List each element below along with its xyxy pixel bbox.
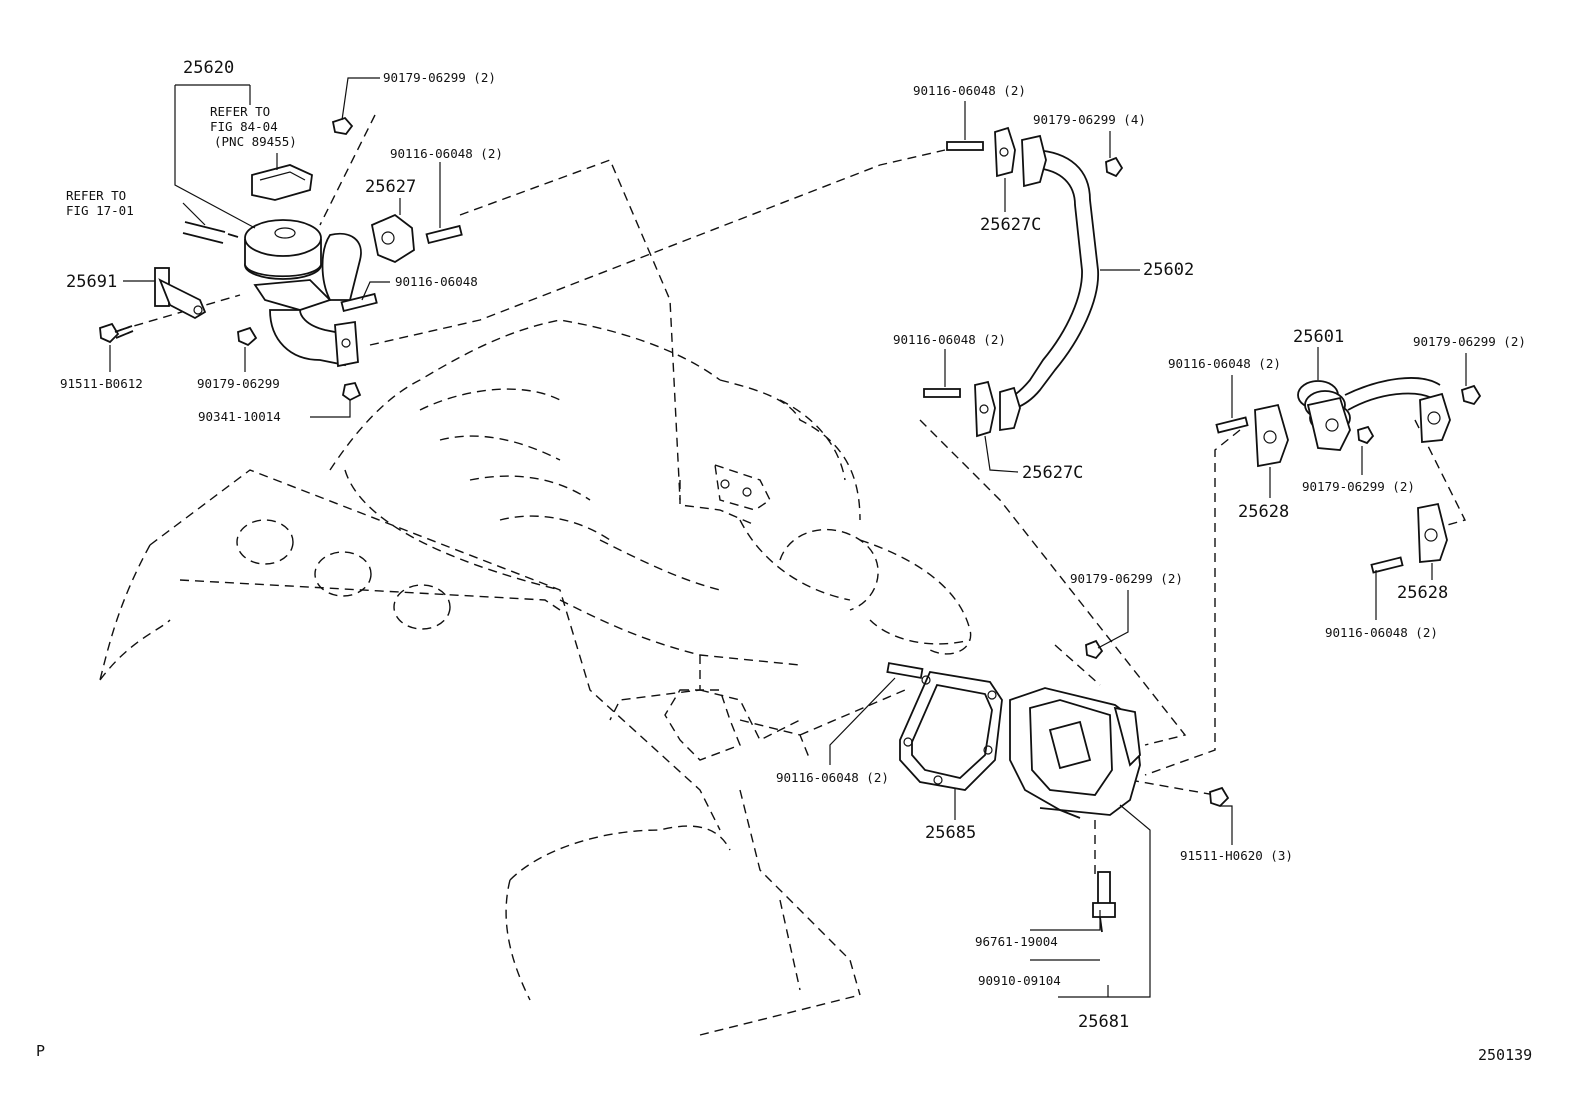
refer-fig84-line1: REFER TO — [210, 104, 270, 119]
label-91511-h0620: 91511-H0620 (3) — [1180, 848, 1293, 863]
vacuum-modulator-icon — [251, 164, 313, 201]
refer-fig84-line2: FIG 84-04 — [210, 119, 278, 134]
label-90116-06048-d: 90116-06048 (2) — [893, 332, 1006, 347]
label-90116-06048-e: 90116-06048 (2) — [1168, 356, 1281, 371]
label-90116-06048-g: 90116-06048 (2) — [776, 770, 889, 785]
label-25628-a: 25628 — [1238, 502, 1289, 522]
label-96761-19004: 96761-19004 — [975, 934, 1058, 949]
label-90179-06299-a: 90179-06299 (2) — [383, 70, 496, 85]
label-25685: 25685 — [925, 823, 976, 843]
label-90179-06299-e: 90179-06299 (2) — [1302, 479, 1415, 494]
refer-fig17-line2: FIG 17-01 — [66, 203, 134, 218]
label-90179-06299-f: 90179-06299 (2) — [1070, 571, 1183, 586]
label-25691: 25691 — [66, 272, 117, 292]
label-25602: 25602 — [1143, 260, 1194, 280]
egr-pipe-upper-icon — [1215, 377, 1482, 574]
label-25681: 25681 — [1078, 1012, 1129, 1032]
label-90179-06299-b: 90179-06299 — [197, 376, 280, 391]
label-90341-10014: 90341-10014 — [198, 409, 281, 424]
label-90116-06048-a: 90116-06048 (2) — [390, 146, 503, 161]
label-25628-b: 25628 — [1397, 583, 1448, 603]
label-90116-06048-f: 90116-06048 (2) — [1325, 625, 1438, 640]
footer-left-code: P — [36, 1042, 45, 1060]
label-90116-06048-c: 90116-06048 (2) — [913, 83, 1026, 98]
egr-pipe-icon — [923, 126, 1124, 438]
label-91511-b0612: 91511-B0612 — [60, 376, 143, 391]
refer-fig84-line3: (PNC 89455) — [214, 134, 297, 149]
label-90179-06299-d: 90179-06299 (2) — [1413, 334, 1526, 349]
part-labels: 25620 REFER TO FIG 84-04 (PNC 89455) REF… — [36, 58, 1532, 1064]
label-90179-06299-c: 90179-06299 (4) — [1033, 112, 1146, 127]
leader-lines — [109, 77, 1467, 998]
egr-valve-icon — [244, 219, 362, 368]
fasteners-icon — [99, 116, 463, 402]
egr-cooler-icon — [886, 639, 1230, 933]
label-25627: 25627 — [365, 177, 416, 197]
footer-figure-number: 250139 — [1478, 1046, 1532, 1064]
label-90116-06048-b: 90116-06048 — [395, 274, 478, 289]
refer-fig17-line1: REFER TO — [66, 188, 126, 203]
engine-outline — [99, 319, 972, 1036]
gasket-icon — [899, 670, 1003, 791]
label-25627c-a: 25627C — [980, 215, 1041, 235]
label-90910-09104: 90910-09104 — [978, 973, 1061, 988]
label-25620: 25620 — [183, 58, 234, 78]
label-25601: 25601 — [1293, 327, 1344, 347]
vsv-icon — [154, 267, 207, 320]
label-25627c-b: 25627C — [1022, 463, 1083, 483]
hose-icon — [182, 221, 239, 244]
